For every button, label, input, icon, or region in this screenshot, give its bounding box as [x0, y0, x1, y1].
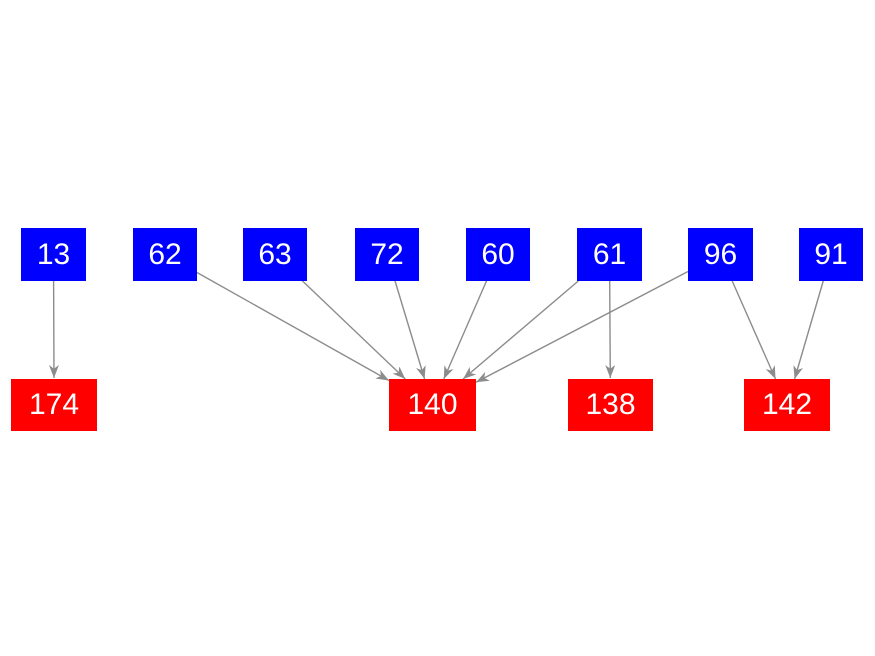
graph-node-91: 91 — [799, 228, 863, 281]
graph-node-13: 13 — [21, 228, 86, 281]
graph-node-61: 61 — [577, 228, 642, 281]
graph-node-60: 60 — [466, 228, 530, 281]
graph-node-142: 142 — [744, 379, 830, 431]
graph-node-138: 138 — [568, 379, 653, 431]
graph-node-62: 62 — [133, 228, 197, 281]
graph-node-96: 96 — [688, 228, 753, 281]
graph-node-63: 63 — [243, 228, 307, 281]
graph-node-72: 72 — [355, 228, 419, 281]
graph-node-140: 140 — [389, 379, 476, 431]
graph-node-174: 174 — [11, 379, 97, 431]
